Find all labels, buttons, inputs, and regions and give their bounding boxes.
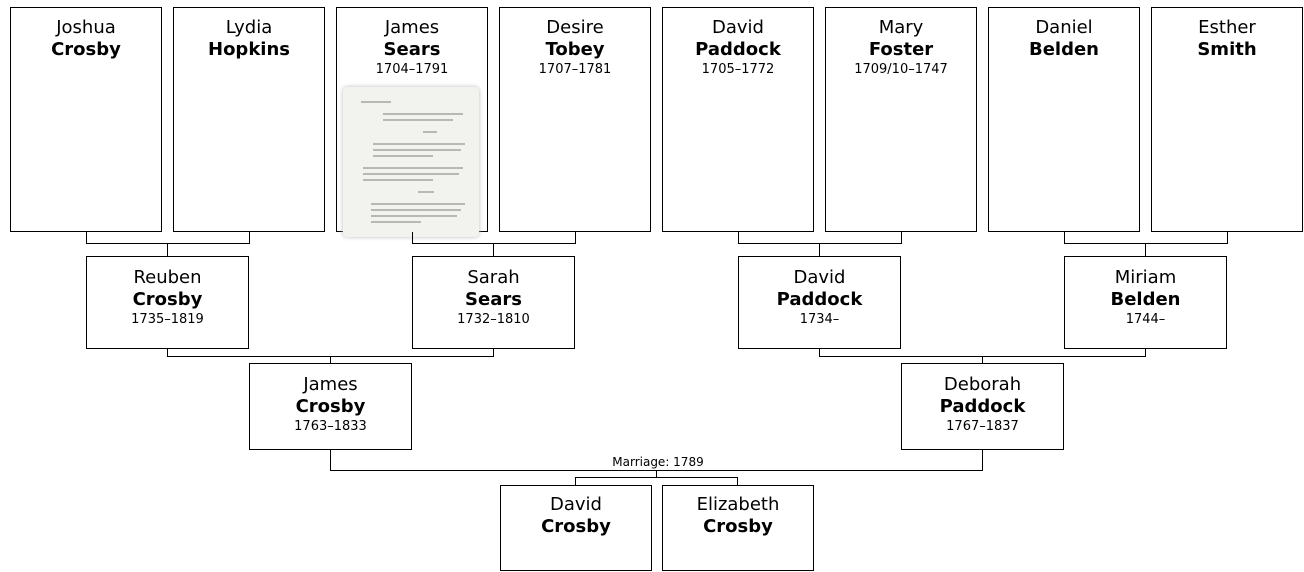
given-name: Mary (878, 17, 924, 38)
given-name: Lydia (225, 17, 273, 38)
surname: Smith (1197, 39, 1257, 60)
person-card-james-sears[interactable]: James Sears 1704–1791 (336, 7, 488, 237)
given-name: Miriam (1114, 267, 1177, 288)
given-name: Reuben (133, 267, 202, 288)
given-name: Sarah (467, 267, 520, 288)
connector (1145, 349, 1146, 357)
connector (167, 349, 168, 357)
life-dates: 1735–1819 (131, 312, 204, 327)
given-name: Esther (1198, 17, 1256, 38)
person-card-esther-smith[interactable]: Esther Smith (1151, 7, 1303, 232)
connector (738, 243, 902, 244)
surname: Paddock (695, 39, 781, 60)
person-card-james-crosby[interactable]: James Crosby 1763–1833 (249, 363, 412, 450)
connector (493, 243, 494, 257)
given-name: James (303, 374, 358, 395)
given-name: Joshua (56, 17, 116, 38)
surname: Crosby (541, 516, 611, 537)
connector (575, 477, 738, 478)
surname: Paddock (939, 396, 1026, 417)
surname: Crosby (703, 516, 773, 537)
surname: Belden (1110, 289, 1181, 310)
connector (167, 243, 168, 257)
connector (330, 356, 331, 364)
connector (249, 232, 250, 244)
person-card-david-crosby[interactable]: David Crosby (500, 485, 652, 571)
surname: Crosby (295, 396, 366, 417)
given-name: James (384, 17, 440, 38)
person-card-sarah-sears[interactable]: Sarah Sears 1732–1810 (412, 256, 575, 349)
connector (86, 243, 250, 244)
life-dates: 1704–1791 (375, 62, 449, 77)
person-card-elizabeth-crosby[interactable]: Elizabeth Crosby (662, 485, 814, 571)
connector (1064, 243, 1228, 244)
surname: Crosby (51, 39, 121, 60)
person-card-joshua-crosby[interactable]: Joshua Crosby (10, 7, 162, 232)
connector (493, 349, 494, 357)
given-name: Deborah (943, 374, 1022, 395)
connector (412, 243, 576, 244)
connector (982, 450, 983, 471)
life-dates: 1709/10–1747 (854, 62, 948, 77)
person-card-miriam-belden[interactable]: Miriam Belden 1744– (1064, 256, 1227, 349)
surname: Hopkins (208, 39, 290, 60)
connector (86, 232, 87, 244)
connector (330, 450, 331, 471)
given-name: David (550, 494, 602, 515)
connector (1227, 232, 1228, 244)
connector (412, 232, 413, 244)
connector (819, 349, 820, 357)
given-name: Daniel (1035, 17, 1093, 38)
life-dates: 1763–1833 (294, 419, 367, 434)
connector (819, 243, 820, 257)
person-card-lydia-hopkins[interactable]: Lydia Hopkins (173, 7, 325, 232)
person-card-reuben-crosby[interactable]: Reuben Crosby 1735–1819 (86, 256, 249, 349)
life-dates: 1744– (1125, 312, 1166, 327)
person-card-mary-foster[interactable]: Mary Foster 1709/10–1747 (825, 7, 977, 232)
marriage-label: Marriage: 1789 (591, 455, 725, 469)
surname: Belden (1028, 39, 1099, 60)
surname: Paddock (776, 289, 863, 310)
person-card-deborah-paddock[interactable]: Deborah Paddock 1767–1837 (901, 363, 1064, 450)
life-dates: 1705–1772 (701, 62, 775, 77)
connector (901, 232, 902, 244)
person-card-daniel-belden[interactable]: Daniel Belden (988, 7, 1140, 232)
life-dates: 1767–1837 (946, 419, 1019, 434)
person-card-desire-tobey[interactable]: Desire Tobey 1707–1781 (499, 7, 651, 232)
person-card-david-paddock-jr[interactable]: David Paddock 1734– (738, 256, 901, 349)
connector (1064, 232, 1065, 244)
life-dates: 1707–1781 (538, 62, 612, 77)
given-name: Desire (546, 17, 604, 38)
given-name: David (712, 17, 764, 38)
connector (1145, 243, 1146, 257)
life-dates: 1732–1810 (457, 312, 530, 327)
surname: Tobey (545, 39, 605, 60)
connector (575, 477, 576, 486)
surname: Foster (868, 39, 934, 60)
connector (575, 232, 576, 244)
person-card-david-paddock-sr[interactable]: David Paddock 1705–1772 (662, 7, 814, 232)
given-name: Elizabeth (696, 494, 780, 515)
life-dates: 1734– (799, 312, 840, 327)
given-name: David (793, 267, 846, 288)
surname: Sears (465, 289, 522, 310)
document-scan-icon[interactable] (343, 87, 479, 237)
connector (737, 477, 738, 486)
connector (656, 470, 657, 478)
surname: Sears (383, 39, 441, 60)
surname: Crosby (132, 289, 203, 310)
connector (982, 356, 983, 364)
connector (738, 232, 739, 244)
